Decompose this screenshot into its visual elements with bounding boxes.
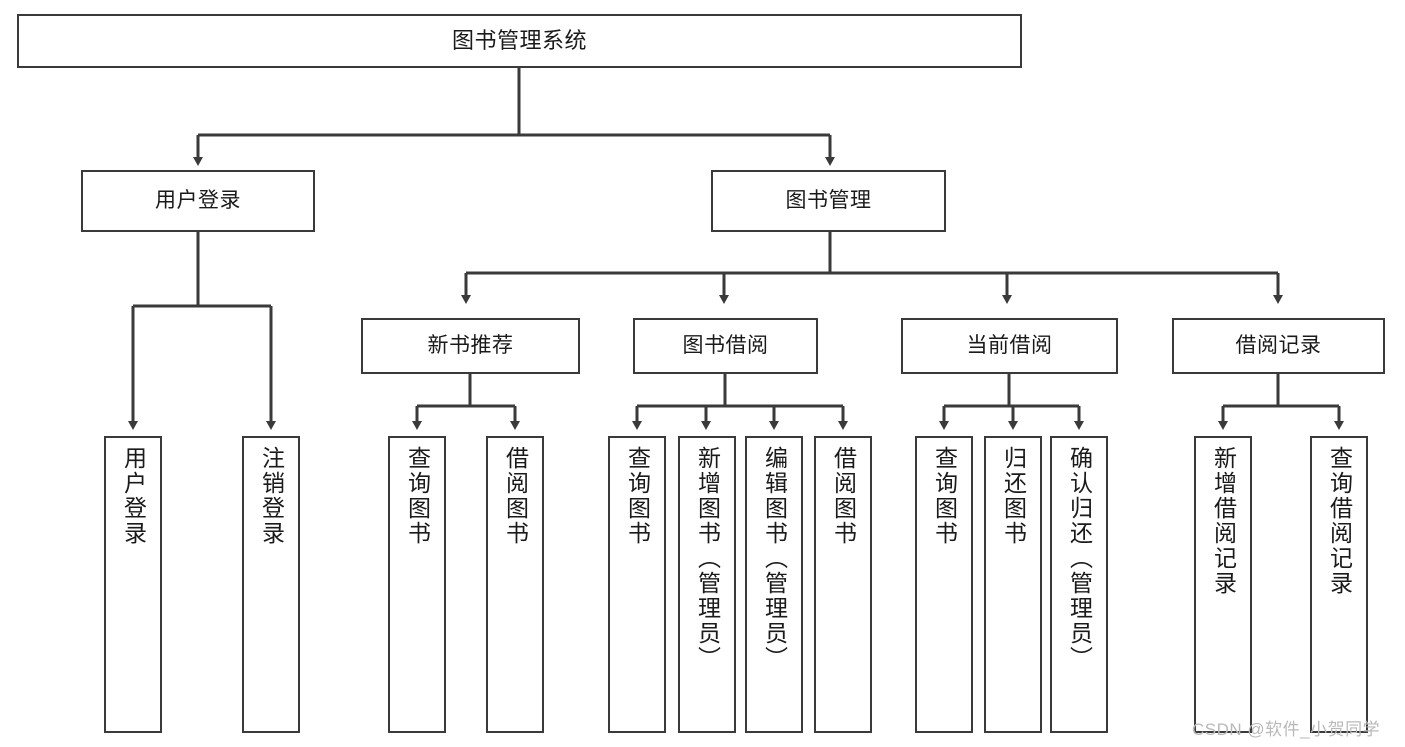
node-label: 图书管理系统: [451, 28, 587, 54]
node-label: 新增图书（管理员）: [694, 446, 721, 671]
leaf-book-borrow-query[interactable]: 查询图书: [608, 436, 666, 733]
leaf-borrow-records-query[interactable]: 查询借阅记录: [1310, 436, 1368, 733]
node-label: 新增借阅记录: [1210, 446, 1237, 596]
node-book-management[interactable]: 图书管理: [711, 170, 946, 232]
node-label: 新书推荐: [427, 333, 514, 357]
node-user-login[interactable]: 用户登录: [81, 170, 315, 232]
leaf-user-login-login[interactable]: 用户登录: [104, 436, 162, 733]
leaf-current-borrow-return[interactable]: 归还图书: [984, 436, 1042, 733]
leaf-book-borrow-add-admin[interactable]: 新增图书（管理员）: [678, 436, 736, 733]
node-label: 借阅记录: [1235, 333, 1322, 357]
node-borrow-records[interactable]: 借阅记录: [1172, 318, 1385, 374]
node-label: 用户登录: [155, 188, 241, 212]
node-label: 注销登录: [258, 446, 285, 546]
node-label: 编辑图书（管理员）: [761, 446, 788, 671]
leaf-current-borrow-query[interactable]: 查询图书: [915, 436, 973, 733]
leaf-borrow-records-add[interactable]: 新增借阅记录: [1194, 436, 1252, 733]
node-new-book-recommend[interactable]: 新书推荐: [361, 318, 580, 374]
node-label: 查询借阅记录: [1326, 446, 1353, 596]
node-label: 查询图书: [624, 446, 651, 546]
node-label: 当前借阅: [966, 333, 1053, 357]
leaf-current-borrow-confirm-admin[interactable]: 确认归还（管理员）: [1050, 436, 1108, 733]
leaf-book-borrow-edit-admin[interactable]: 编辑图书（管理员）: [745, 436, 803, 733]
leaf-new-book-borrow[interactable]: 借阅图书: [486, 436, 544, 733]
node-root-book-management-system[interactable]: 图书管理系统: [17, 14, 1022, 68]
node-label: 图书管理: [785, 188, 872, 212]
node-label: 查询图书: [404, 446, 431, 546]
node-label: 查询图书: [931, 446, 958, 546]
node-current-borrow[interactable]: 当前借阅: [901, 318, 1118, 374]
node-label: 借阅图书: [830, 446, 857, 546]
node-book-borrow[interactable]: 图书借阅: [633, 318, 818, 374]
node-label: 用户登录: [120, 446, 147, 546]
node-label: 归还图书: [1000, 446, 1027, 546]
node-label: 确认归还（管理员）: [1066, 446, 1093, 671]
node-label: 图书借阅: [682, 333, 769, 357]
leaf-user-login-logout[interactable]: 注销登录: [242, 436, 300, 733]
leaf-new-book-query[interactable]: 查询图书: [388, 436, 446, 733]
leaf-book-borrow-borrow[interactable]: 借阅图书: [814, 436, 872, 733]
node-label: 借阅图书: [502, 446, 529, 546]
csdn-watermark: CSDN @软件_小贺同学: [1192, 720, 1381, 739]
